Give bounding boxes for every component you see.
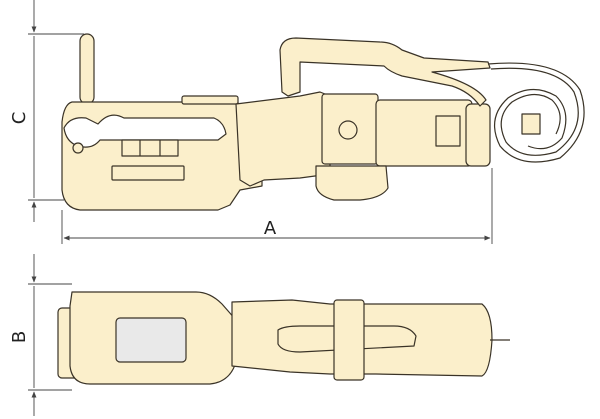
dimension-c-label: C	[9, 112, 30, 125]
top-gear-block	[333, 299, 365, 381]
base-foot	[315, 165, 389, 201]
dimension-lines	[28, 0, 493, 416]
blade-block	[121, 139, 179, 157]
side-view	[61, 33, 585, 211]
gearbox-housing	[235, 91, 331, 187]
top-view	[57, 291, 510, 385]
pivot-pin	[72, 142, 84, 154]
dimension-a-label: A	[264, 218, 277, 239]
carry-handle	[279, 37, 491, 107]
plug	[521, 113, 541, 135]
inspection-window	[115, 317, 187, 363]
power-cord	[487, 62, 585, 163]
guide-post	[79, 33, 95, 105]
top-rail	[181, 95, 239, 105]
switch-panel	[435, 115, 461, 147]
name-plate	[111, 165, 185, 181]
dimension-b-label: B	[9, 331, 30, 343]
motor-end-cap	[465, 103, 491, 167]
gear-knob	[338, 120, 358, 140]
